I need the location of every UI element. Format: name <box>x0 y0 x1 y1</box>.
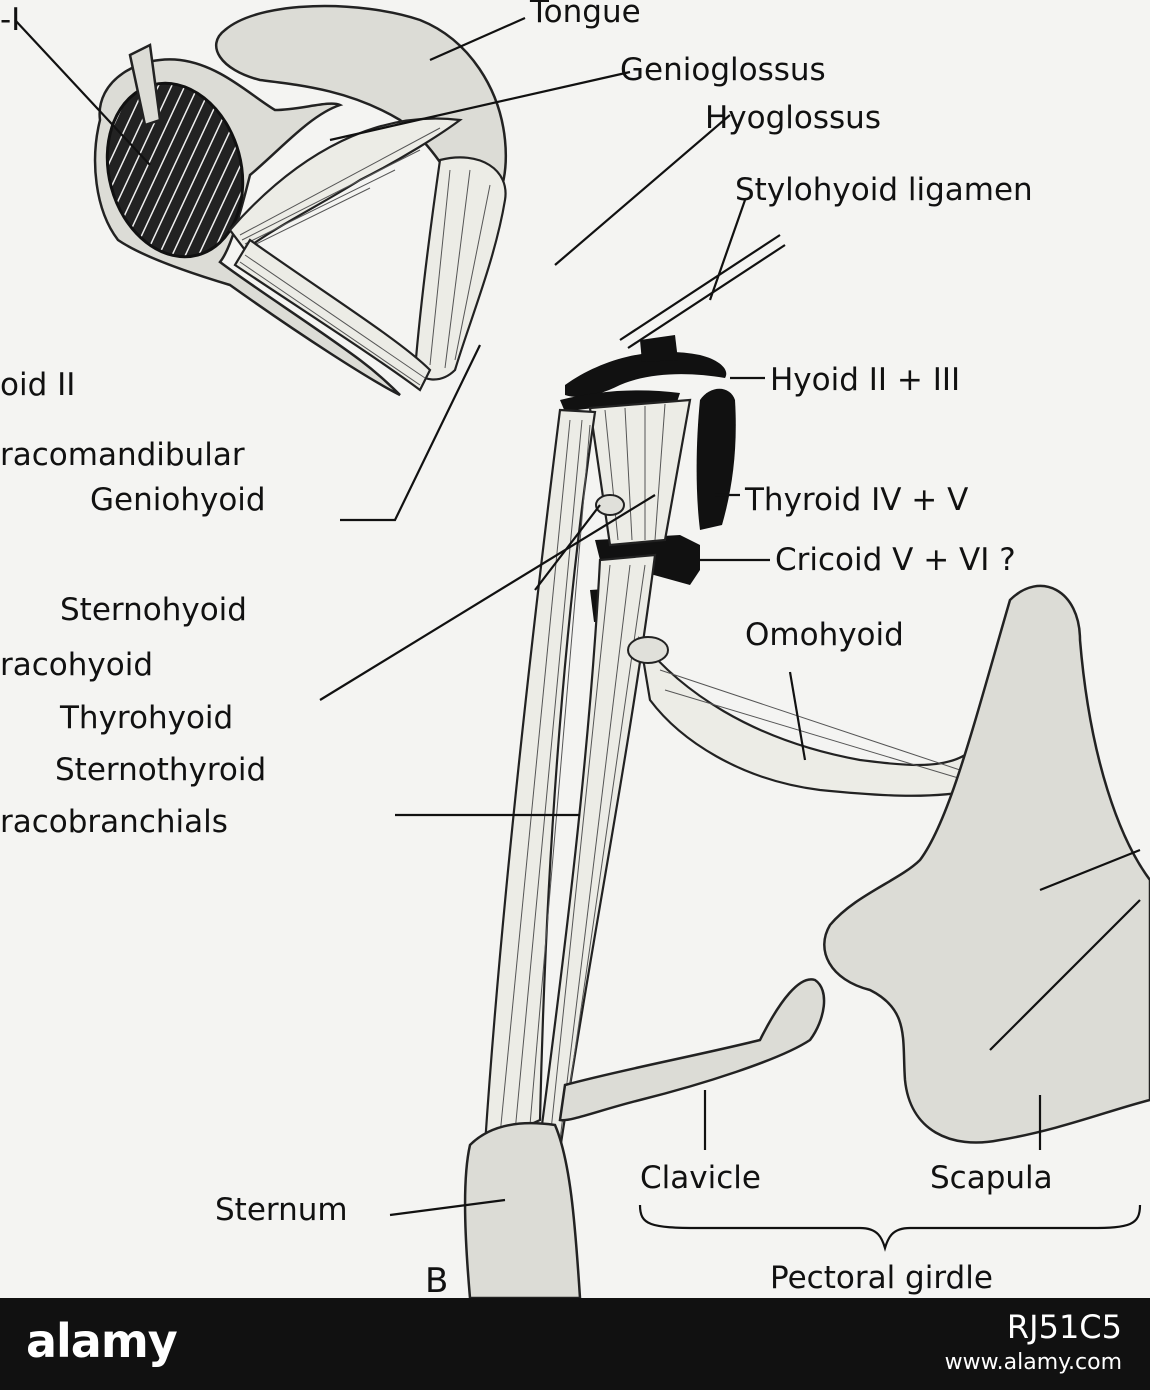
hyoid-cartilage <box>565 351 727 397</box>
sternum-shape <box>463 1121 582 1298</box>
hyoglossus-muscle <box>413 156 507 381</box>
small-process <box>128 43 162 127</box>
label-hyoid-2-3: Hyoid II + III <box>770 362 960 398</box>
small-node-2 <box>627 636 669 664</box>
brand-logo[interactable]: alamy <box>26 1314 178 1368</box>
stylohyoid-ligament-2 <box>627 244 786 349</box>
label-tongue: Tongue <box>529 0 641 30</box>
label-thyrohyoid: Thyrohyoid <box>59 700 233 736</box>
anatomy-diagram: -I Tongue Genioglossus Hyoglossus Styloh… <box>0 0 1150 1298</box>
label-sternum: Sternum <box>215 1192 348 1228</box>
label-clavicle: Clavicle <box>640 1160 761 1196</box>
genioglossus-fibres <box>239 127 441 249</box>
label-sternohyoid: Sternohyoid <box>60 592 247 628</box>
omohyoid-muscle <box>638 636 977 797</box>
diagram-canvas: -I Tongue Genioglossus Hyoglossus Styloh… <box>0 0 1150 1298</box>
omohyoid-fibres <box>659 669 966 781</box>
label-omohyoid: Omohyoid <box>745 617 904 653</box>
hyoid-body <box>560 390 680 412</box>
hyoid-top-piece <box>640 335 678 362</box>
site-url[interactable]: www.alamy.com <box>944 1350 1122 1375</box>
thyrohyoid-muscle <box>588 398 692 547</box>
scapula-ridge-2 <box>989 899 1141 1051</box>
label-coracomandibular: racomandibular <box>0 437 245 473</box>
label-hyoid-2: oid II <box>0 367 75 403</box>
label-pectoral-girdle: Pectoral girdle <box>770 1260 993 1296</box>
image-id: RJ51C5 <box>1006 1308 1122 1346</box>
pectoral-girdle-brace <box>638 1204 1142 1252</box>
label-top-left: -I <box>0 2 20 38</box>
geniohyoid-fibres <box>239 254 426 386</box>
label-coracohyoid: racohyoid <box>0 647 153 683</box>
clavicle-shape <box>558 978 826 1122</box>
label-genioglossus: Genioglossus <box>620 52 826 88</box>
hyoglossus-fibres <box>429 169 491 369</box>
scapula-shape <box>823 584 1150 1144</box>
label-thyroid: Thyroid IV + V <box>744 482 968 518</box>
leader-lines <box>14 16 1042 1217</box>
label-sternothyroid: Sternothyroid <box>55 752 266 788</box>
scapula-ridge-1 <box>1039 848 1141 892</box>
label-scapula: Scapula <box>930 1160 1053 1196</box>
thyroid-cartilage <box>696 388 736 530</box>
label-geniohyoid: Geniohyoid <box>90 482 266 518</box>
label-hyoglossus: Hyoglossus <box>705 100 881 136</box>
label-panel-b: B <box>425 1261 448 1298</box>
label-stylohyoid-ligament: Stylohyoid ligamen <box>735 172 1033 208</box>
watermark-footer: alamy RJ51C5 www.alamy.com <box>0 1298 1150 1390</box>
label-cricoid: Cricoid V + VI ? <box>775 542 1016 578</box>
stylohyoid-ligament <box>619 234 781 341</box>
small-node-1 <box>595 494 625 516</box>
label-coracobranchials: racobranchials <box>0 804 228 840</box>
